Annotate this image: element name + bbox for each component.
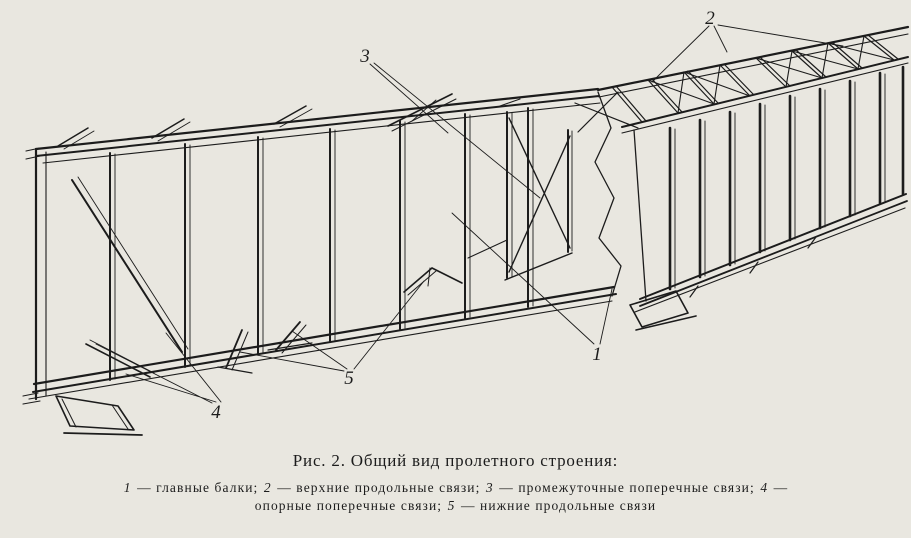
leader-1 — [451, 212, 613, 345]
figure-legend: 1 — главные балки; 2 — верхние продольны… — [8, 479, 903, 514]
leader-5 — [239, 280, 425, 372]
bracing-diagonals — [647, 35, 895, 114]
legend-part-number: 2 — [263, 480, 272, 495]
legend-text: — — [769, 480, 789, 495]
main-girder-near — [22, 87, 617, 405]
web-stiffeners — [109, 107, 529, 381]
leader-4 — [95, 332, 222, 404]
break-line — [594, 91, 622, 297]
legend-part-number: 5 — [447, 497, 456, 513]
leader-lines — [95, 24, 844, 404]
intermediate-bracing — [467, 98, 573, 281]
legend-part-number: 1 — [123, 480, 132, 495]
top-brackets — [57, 93, 457, 150]
upper-bracing — [574, 25, 910, 133]
end-bracing — [71, 176, 189, 378]
callout-1: 1 — [592, 344, 602, 365]
web-stiffeners — [668, 65, 905, 291]
legend-text: — верхние продольные связи; — [272, 480, 485, 495]
figure-caption: Рис. 2. Общий вид пролетного строения: — [292, 451, 619, 470]
bearing-left — [55, 395, 143, 436]
legend-part-number: 4 — [760, 480, 769, 495]
main-girder-far — [621, 56, 909, 313]
leader-3 — [369, 62, 541, 199]
legend-text: — промежуточные поперечные связи; — [494, 480, 760, 495]
legend-line: 1 — главные балки; 2 — верхние продольны… — [8, 479, 903, 497]
cross-beams — [611, 35, 895, 123]
legend-text: — главные балки; — [132, 480, 263, 495]
legend-text: — нижние продольные связи — [456, 497, 657, 513]
legend-text: опорные поперечные связи; — [254, 497, 447, 513]
lower-bracing — [217, 267, 463, 374]
bridge-span-drawing: 1 2 3 4 5 — [22, 8, 910, 436]
callout-3: 3 — [359, 46, 370, 67]
callout-2: 2 — [705, 8, 715, 29]
callout-4: 4 — [211, 402, 221, 423]
legend-line: опорные поперечные связи; 5 — нижние про… — [8, 497, 903, 515]
legend-part-number: 3 — [485, 480, 494, 495]
leader-2 — [651, 24, 844, 83]
bearing-right — [629, 290, 697, 331]
callout-5: 5 — [344, 368, 354, 389]
